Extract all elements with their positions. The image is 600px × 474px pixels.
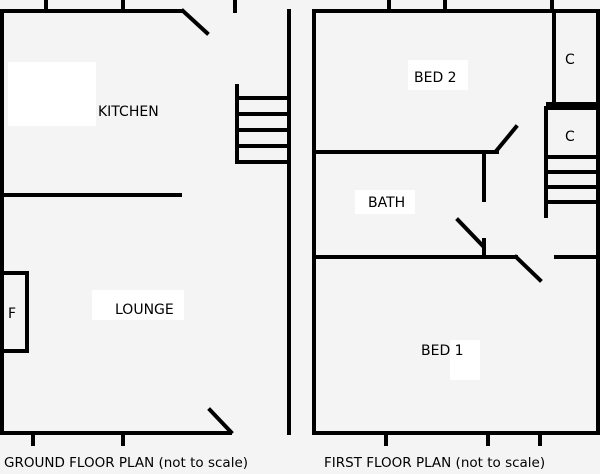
ground-floor-stairs [235, 84, 291, 164]
background-patch [8, 62, 96, 126]
ground-floor-caption: GROUND FLOOR PLAN (not to scale) [4, 455, 249, 471]
fireplace-box [0, 271, 29, 353]
background-patch [355, 190, 415, 214]
bath-door-swing [455, 217, 485, 248]
kitchen-label: KITCHEN [98, 104, 159, 120]
ground-floor-plan [0, 0, 291, 446]
bed2-door-swing [494, 124, 519, 153]
cupboard-mid-label: C [565, 129, 575, 145]
bed1-door-swing [513, 254, 543, 283]
cupboard-top-label: C [565, 52, 575, 68]
bed1-label: BED 1 [421, 343, 464, 359]
background-patch [450, 340, 480, 380]
front-door-swing [180, 8, 210, 36]
bed2-label: BED 2 [414, 70, 457, 86]
fireplace-label: F [8, 306, 17, 322]
bath-label: BATH [368, 195, 406, 211]
first-floor-caption: FIRST FLOOR PLAN (not to scale) [324, 455, 546, 471]
first-floor-plan [312, 0, 600, 446]
background-patch [92, 290, 184, 320]
back-door-swing [207, 407, 234, 435]
background-patch [408, 60, 468, 90]
lounge-label: LOUNGE [115, 302, 174, 318]
first-floor-stairs [544, 155, 600, 204]
